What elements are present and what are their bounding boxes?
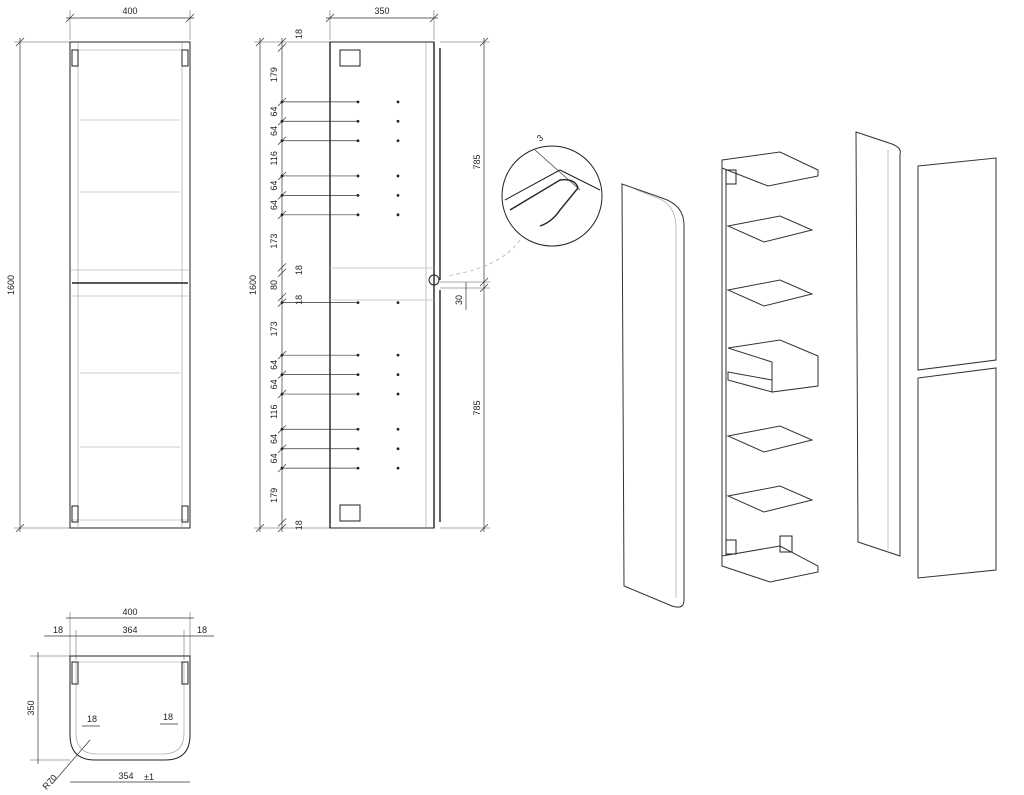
shelf-pin-hole — [396, 100, 400, 104]
shelf-pin-hole — [356, 213, 360, 217]
chain-dim-label: 18 — [294, 265, 304, 275]
shelf-pin-hole — [396, 427, 400, 431]
chain-tick — [277, 523, 287, 533]
plan-inner-left-label: 18 — [87, 714, 97, 724]
chain-dim-label: 18 — [294, 29, 304, 39]
upper-door — [917, 157, 997, 371]
chain-tick — [277, 43, 287, 52]
shelf-pin-hole — [356, 100, 360, 104]
plan-bottom-label: 354 — [118, 771, 133, 781]
shelf-pin-hole — [356, 447, 360, 451]
shelf-pin-hole — [280, 392, 284, 396]
shelf-pin-hole — [280, 353, 284, 357]
plan-view: 400 18 364 18 350 18 18 354 ±1 R70 — [26, 607, 214, 791]
shelf-pin-hole — [356, 392, 360, 396]
shelf-pin-hole — [396, 447, 400, 451]
shelf-pin-hole — [356, 353, 360, 357]
shelf-pin-hole — [356, 466, 360, 470]
chain-dim-label: 116 — [269, 404, 279, 418]
shelf-pin-hole — [396, 392, 400, 396]
chain-dim-label: 64 — [269, 453, 279, 463]
shelf-pin-hole — [280, 466, 284, 470]
shelf-pin-hole — [280, 427, 284, 431]
chain-dim-label: 64 — [269, 379, 279, 389]
chain-dim-label: 173 — [269, 321, 279, 336]
chain-dim-label: 80 — [269, 280, 279, 290]
side-height-label: 1600 — [248, 275, 258, 295]
front-view: 400 1600 — [6, 6, 195, 533]
chain-tick — [277, 292, 287, 302]
shelf-pin-hole — [280, 373, 284, 377]
plan-depth-label: 350 — [26, 700, 36, 715]
chain-dim-label: 64 — [269, 360, 279, 370]
plan-right-panel-label: 18 — [197, 625, 207, 635]
shelf-pin-hole — [356, 174, 360, 178]
shelf-pin-hole — [396, 174, 400, 178]
shelf-pin-hole — [280, 213, 284, 217]
right-side-panel — [855, 131, 901, 557]
upper-door-label: 785 — [472, 154, 482, 169]
shelf-pin-hole — [280, 193, 284, 197]
shelf-carcass — [721, 151, 819, 583]
chain-tick — [277, 263, 287, 272]
shelf-pin-hole — [396, 353, 400, 357]
shelf-pin-hole — [396, 466, 400, 470]
shelf-pin-hole — [356, 373, 360, 377]
detail-gap-label: 3 — [535, 133, 545, 144]
shelf-pin-hole — [356, 301, 360, 305]
chain-tick — [277, 518, 287, 527]
exploded-view — [621, 131, 997, 608]
lower-door-label: 785 — [472, 400, 482, 415]
chain-dim-label: 179 — [269, 67, 279, 82]
chain-dim-label: 64 — [269, 434, 279, 444]
plan-tolerance-label: ±1 — [144, 772, 154, 782]
chain-tick — [277, 268, 287, 278]
shelf-pin-hole — [396, 193, 400, 197]
gap-label: 30 — [454, 295, 464, 305]
shelf-pin-hole — [396, 373, 400, 377]
shelf-pin-hole — [356, 193, 360, 197]
chain-dim-label: 116 — [269, 151, 279, 165]
detail-callout: 3 — [445, 133, 603, 277]
shelf-pin-hole — [280, 301, 284, 305]
shelf-pin-hole — [280, 174, 284, 178]
shelf-pin-hole — [396, 119, 400, 123]
side-depth-label: 350 — [374, 6, 389, 16]
plan-left-panel-label: 18 — [53, 625, 63, 635]
left-side-panel — [621, 183, 685, 608]
chain-tick — [277, 37, 287, 47]
side-view: 350 1600 18 179 64 64 116 64 64 173 18 80 18 173 64 6… — [248, 6, 490, 533]
lower-door — [917, 367, 997, 579]
plan-inner-label: 364 — [122, 625, 137, 635]
chain-dim-label: 64 — [269, 107, 279, 117]
chain-dim-label: 173 — [269, 234, 279, 249]
chain-dim-label: 18 — [294, 520, 304, 530]
chain-dim-label: 179 — [269, 488, 279, 503]
shelf-pin-hole — [396, 139, 400, 143]
shelf-pin-hole — [280, 447, 284, 451]
chain-dim-label: 64 — [269, 181, 279, 191]
shelf-pin-hole — [280, 100, 284, 104]
plan-inner-right-label: 18 — [163, 712, 173, 722]
shelf-pin-hole — [356, 119, 360, 123]
shelf-pin-hole — [356, 427, 360, 431]
shelf-pin-hole — [396, 301, 400, 305]
plan-width-label: 400 — [122, 607, 137, 617]
chain-dim-label: 18 — [294, 295, 304, 305]
front-height-label: 1600 — [6, 275, 16, 295]
front-width-label: 400 — [122, 6, 137, 16]
plan-radius-label: R70 — [41, 773, 59, 792]
chain-dim-label: 64 — [269, 200, 279, 210]
shelf-pin-hole — [280, 139, 284, 143]
chain-dim-label: 64 — [269, 126, 279, 136]
shelf-pin-hole — [356, 139, 360, 143]
shelf-pin-hole — [280, 119, 284, 123]
shelf-pin-hole — [396, 213, 400, 217]
